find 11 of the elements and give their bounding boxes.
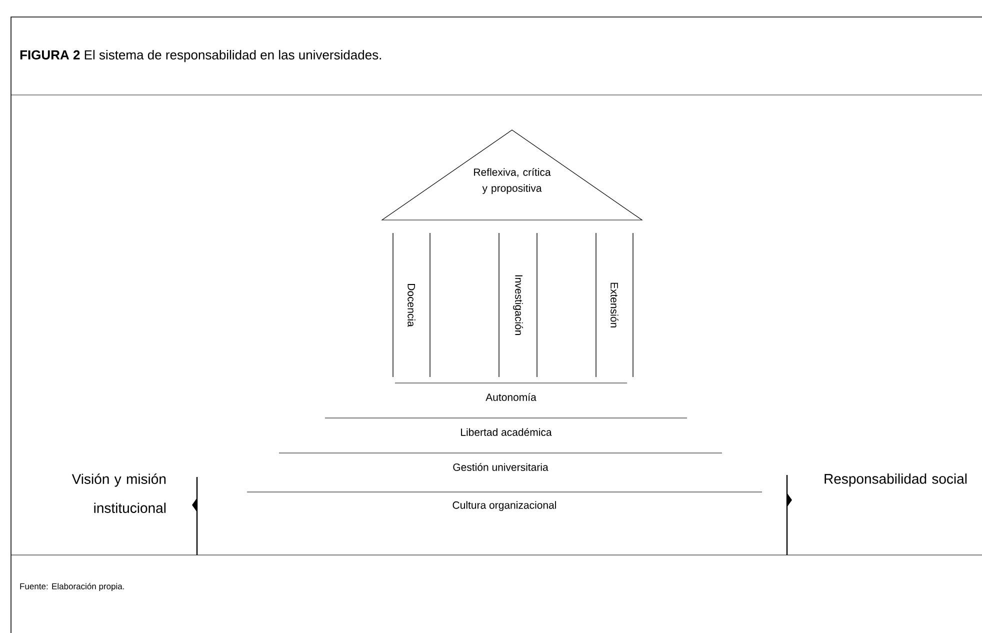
step-band: Cultura organizacional [246,492,762,511]
side-label: Visión y misión institucional [72,474,166,513]
figure-title: FIGURA 2 El sistema de responsabilidad en las universidades. [20,50,381,62]
step-band: Autonomía [394,382,628,401]
step-band: Libertad académica [324,418,688,436]
pillar: Docencia [392,232,430,378]
source-note: Fuente: Elaboración propia. [20,583,124,591]
pillar: Extensión [596,232,634,378]
side-label: Responsabilidad social [824,474,967,487]
pillar: Investigación [498,232,538,378]
step-band: Gestión universitaria [278,452,722,471]
